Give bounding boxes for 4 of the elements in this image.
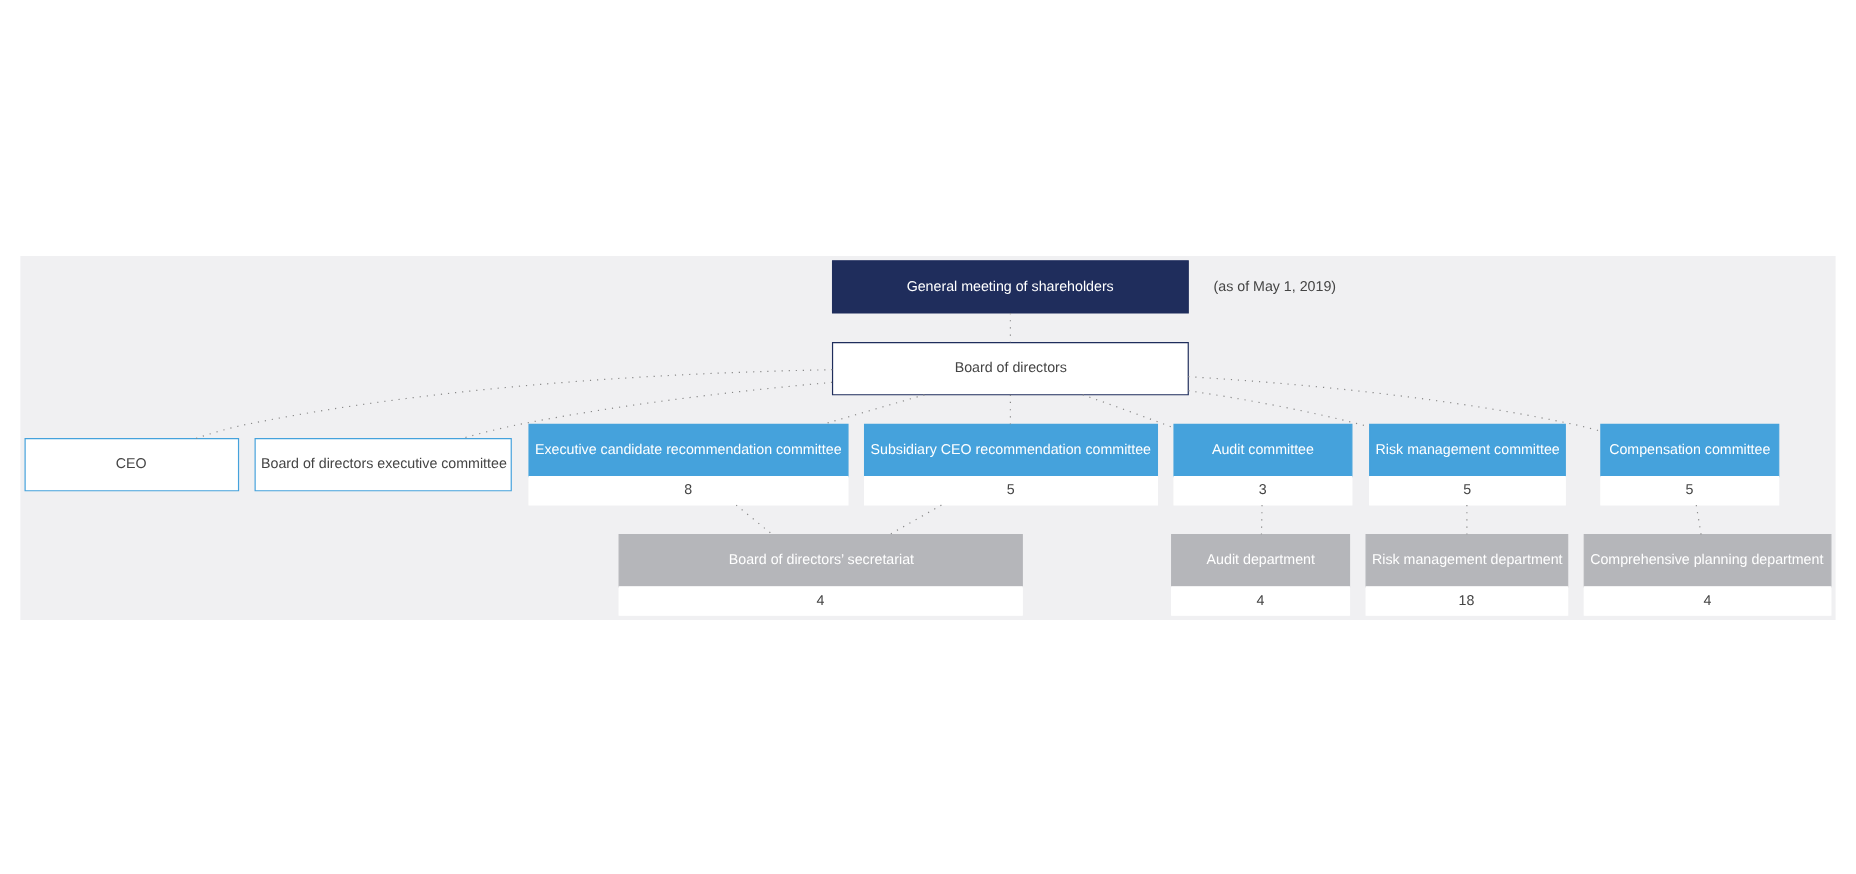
connector	[194, 368, 833, 439]
connector	[461, 380, 833, 439]
connector	[1187, 389, 1370, 427]
connector	[1082, 393, 1175, 428]
